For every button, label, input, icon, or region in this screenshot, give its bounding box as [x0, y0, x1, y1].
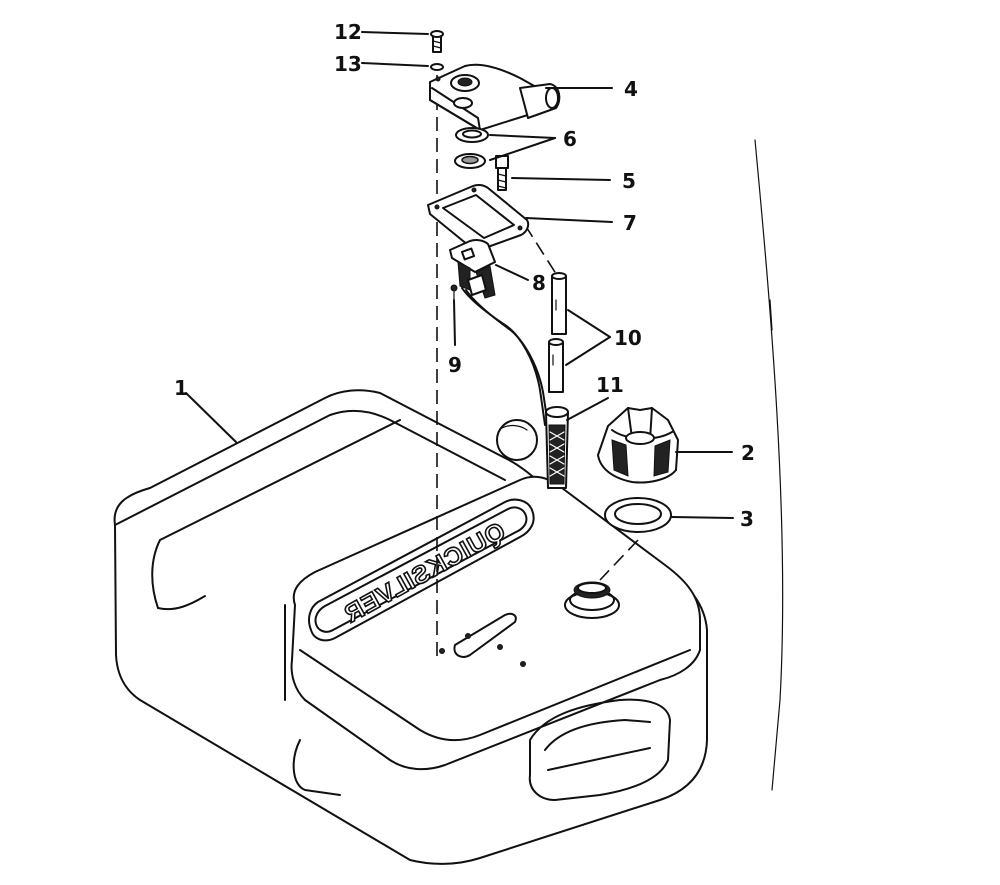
callout-13: 13 — [334, 52, 362, 76]
filter-screen — [545, 406, 569, 489]
callout-9: 9 — [448, 353, 462, 377]
callout-3: 3 — [740, 507, 754, 531]
callout-4: 4 — [624, 77, 638, 101]
callout-12: 12 — [334, 20, 362, 44]
callout-7: 7 — [623, 211, 637, 235]
fuel-tank: QUICKSILVER — [113, 389, 708, 865]
o-rings — [454, 127, 489, 169]
tank-sender-opening — [453, 612, 517, 658]
gasket — [427, 183, 530, 250]
assembly-lines — [436, 75, 639, 660]
callout-1: 1 — [174, 376, 188, 400]
callout-labels: 1 2 3 4 5 6 7 8 9 10 11 12 13 — [174, 20, 755, 531]
washer — [430, 63, 444, 71]
tank-filler-neck — [564, 581, 620, 619]
scan-edge-marks — [754, 139, 784, 791]
pickup-tubes — [548, 272, 567, 393]
callout-8: 8 — [532, 271, 546, 295]
cap-gasket — [604, 497, 672, 533]
fuel-fitting — [495, 155, 509, 191]
callout-11: 11 — [596, 373, 624, 397]
callout-5: 5 — [622, 169, 636, 193]
callout-10: 10 — [614, 326, 642, 350]
sender-screw — [450, 284, 458, 301]
screw — [430, 30, 444, 53]
filler-cap — [597, 407, 679, 484]
fuel-outlet-cover — [429, 63, 561, 131]
leader-lines — [185, 31, 734, 519]
callout-6: 6 — [563, 127, 577, 151]
callout-2: 2 — [741, 441, 755, 465]
fuel-sender — [449, 239, 549, 461]
